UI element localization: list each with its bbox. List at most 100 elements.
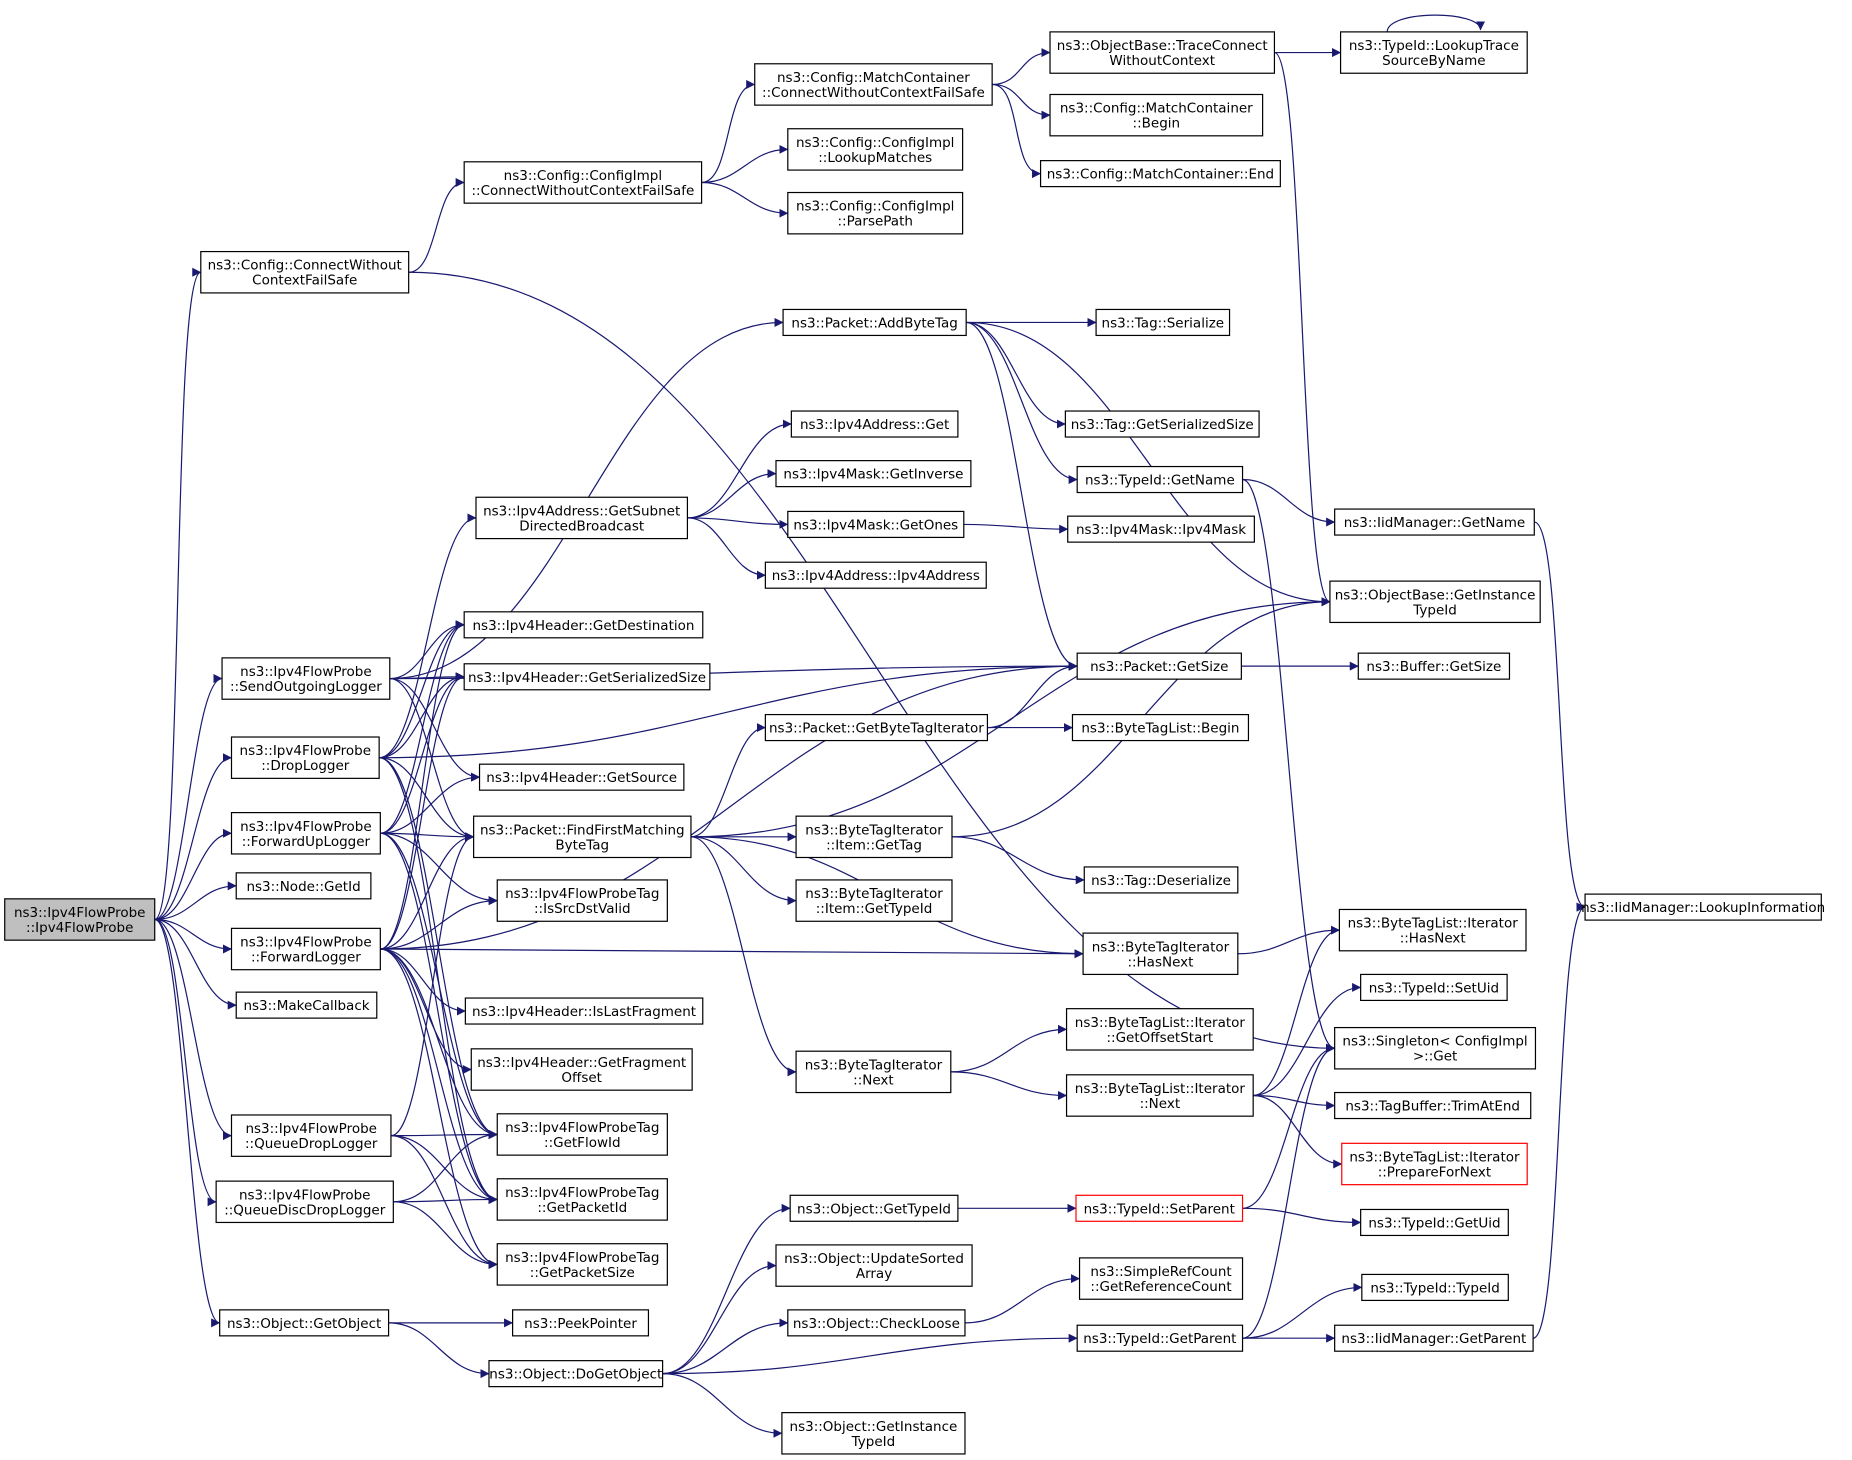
node-box <box>1049 31 1276 74</box>
node-mc-cwcfs[interactable]: ns3::Config::MatchContainer::ConnectWith… <box>754 63 993 106</box>
node-tgflow[interactable]: ns3::Ipv4FlowProbeTag::GetFlowId <box>496 1113 668 1156</box>
edge-a4gsdb-to-m4ones <box>687 517 789 529</box>
node-box <box>1065 1008 1254 1051</box>
node-mcend[interactable]: ns3::Config::MatchContainer::End <box>1039 160 1281 188</box>
node-fup[interactable]: ns3::Ipv4FlowProbe::ForwardUpLogger <box>230 812 381 855</box>
node-ocl[interactable]: ns3::Object::CheckLoose <box>787 1309 966 1337</box>
node-box <box>1064 410 1260 438</box>
node-drop[interactable]: ns3::Ipv4FlowProbe::DropLogger <box>230 736 380 779</box>
node-m4inv[interactable]: ns3::Ipv4Mask::GetInverse <box>775 460 972 488</box>
node-sol[interactable]: ns3::Ipv4FlowProbe::SendOutgoingLogger <box>221 657 391 700</box>
node-hdst[interactable]: ns3::Ipv4Header::GetDestination <box>463 611 704 639</box>
node-btlipfn[interactable]: ns3::ByteTagList::Iterator::PrepareForNe… <box>1341 1142 1528 1186</box>
node-cwcfs[interactable]: ns3::Config::ConnectWithoutContextFailSa… <box>200 250 410 294</box>
node-ogtid[interactable]: ns3::Object::GetTypeId <box>789 1194 959 1222</box>
node-root[interactable]: ns3::Ipv4FlowProbe::Ipv4FlowProbe <box>4 898 156 941</box>
node-qdl[interactable]: ns3::Ipv4FlowProbe::QueueDropLogger <box>230 1114 392 1157</box>
node-isvalid[interactable]: ns3::Ipv4FlowProbeTag::IsSrcDstValid <box>496 879 668 922</box>
node-tagser[interactable]: ns3::Tag::Serialize <box>1095 308 1231 337</box>
node-addbt[interactable]: ns3::Packet::AddByteTag <box>782 308 967 337</box>
edge-btlinext-to-tidsetuid <box>1253 982 1362 1097</box>
node-bsize[interactable]: ns3::Buffer::GetSize <box>1357 652 1511 680</box>
node-tidtid[interactable]: ns3::TypeId::TypeId <box>1361 1273 1509 1302</box>
edge-btlinext-to-tbtrim <box>1253 1094 1336 1111</box>
node-a4ctor[interactable]: ns3::Ipv4Address::Ipv4Address <box>764 561 987 589</box>
node-singleton[interactable]: ns3::Singleton< ConfigImpl>::Get <box>1334 1026 1537 1070</box>
node-box <box>4 898 156 941</box>
node-label-line: ns3::Ipv4FlowProbe <box>240 935 372 951</box>
node-lookup[interactable]: ns3::Config::ConfigImpl::LookupMatches <box>787 128 964 171</box>
node-label-line: ns3::TypeId::SetParent <box>1084 1201 1235 1217</box>
node-odgo[interactable]: ns3::Object::DoGetObject <box>488 1360 664 1388</box>
node-tidname[interactable]: ns3::TypeId::GetName <box>1076 465 1244 494</box>
edge-fwd-to-tgpsize <box>380 948 498 1269</box>
edge-btlinext-to-btlipfn <box>1253 1094 1343 1169</box>
node-box <box>230 736 380 779</box>
edge-btlinext-to-btlihn <box>1253 925 1340 1097</box>
edge-fup-to-hsrc <box>380 772 480 834</box>
node-mkcb[interactable]: ns3::MakeCallback <box>235 991 378 1019</box>
node-tagdeser[interactable]: ns3::Tag::Deserialize <box>1083 866 1239 894</box>
node-mcbegin[interactable]: ns3::Config::MatchContainer::Begin <box>1049 93 1264 137</box>
node-btlbegin[interactable]: ns3::ByteTagList::Begin <box>1071 713 1250 742</box>
node-hlastfrag[interactable]: ns3::Ipv4Header::IsLastFragment <box>464 997 704 1025</box>
node-psize[interactable]: ns3::Packet::GetSize <box>1076 652 1242 680</box>
node-tbtrim[interactable]: ns3::TagBuffer::TrimAtEnd <box>1334 1091 1532 1120</box>
node-a4get[interactable]: ns3::Ipv4Address::Get <box>790 410 959 438</box>
node-srcgrc[interactable]: ns3::SimpleRefCount::GetReferenceCount <box>1078 1257 1244 1300</box>
node-hgss[interactable]: ns3::Ipv4Header::GetSerializedSize <box>463 663 711 691</box>
node-tidsetp[interactable]: ns3::TypeId::SetParent <box>1075 1194 1244 1222</box>
node-fwd[interactable]: ns3::Ipv4FlowProbe::ForwardLogger <box>230 927 381 971</box>
node-taggss[interactable]: ns3::Tag::GetSerializedSize <box>1064 410 1260 438</box>
node-iidgetp[interactable]: ns3::IidManager::GetParent <box>1334 1324 1534 1352</box>
node-btlinext[interactable]: ns3::ByteTagList::Iterator::Next <box>1065 1074 1254 1117</box>
node-ci-cwcfs[interactable]: ns3::Config::ConfigImpl::ConnectWithoutC… <box>463 161 703 204</box>
node-box <box>1076 465 1244 494</box>
node-tgpsize[interactable]: ns3::Ipv4FlowProbeTag::GetPacketSize <box>496 1243 668 1286</box>
node-getobj[interactable]: ns3::Object::GetObject <box>219 1309 390 1337</box>
node-label-line: TypeId <box>1412 602 1457 618</box>
node-nodeid[interactable]: ns3::Node::GetId <box>235 872 372 900</box>
node-box <box>475 496 689 540</box>
node-pgbti[interactable]: ns3::Packet::GetByteTagIterator <box>764 713 989 742</box>
node-btligos[interactable]: ns3::ByteTagList::Iterator::GetOffsetSta… <box>1065 1008 1254 1051</box>
node-btihn[interactable]: ns3::ByteTagIterator::HasNext <box>1082 932 1239 976</box>
node-iidlookup[interactable]: ns3::IidManager::LookupInformation <box>1581 893 1825 921</box>
node-tgpid[interactable]: ns3::Ipv4FlowProbeTag::GetPacketId <box>496 1178 668 1221</box>
edge-m4ones-to-m4ctor <box>963 523 1069 534</box>
node-a4gsdb[interactable]: ns3::Ipv4Address::GetSubnetDirectedBroad… <box>475 496 689 540</box>
node-tcwc[interactable]: ns3::ObjectBase::TraceConnectWithoutCont… <box>1049 31 1276 74</box>
node-tidsetuid[interactable]: ns3::TypeId::SetUid <box>1360 973 1508 1002</box>
node-btlihn[interactable]: ns3::ByteTagList::Iterator::HasNext <box>1338 908 1527 952</box>
node-m4ctor[interactable]: ns3::Ipv4Mask::Ipv4Mask <box>1067 515 1255 543</box>
edge-mc-cwcfs-to-tcwc <box>992 48 1051 86</box>
node-qddl[interactable]: ns3::Ipv4FlowProbe::QueueDiscDropLogger <box>215 1180 394 1224</box>
node-peek[interactable]: ns3::PeekPointer <box>512 1309 650 1337</box>
node-box <box>215 1180 394 1224</box>
node-label-line: ns3::TypeId::SetUid <box>1369 980 1499 996</box>
node-btigt[interactable]: ns3::ByteTagIterator::Item::GetTag <box>795 815 953 859</box>
node-label-line: ns3::Object::DoGetObject <box>489 1367 662 1383</box>
node-m4ones[interactable]: ns3::Ipv4Mask::GetOnes <box>787 510 965 539</box>
node-label-line: ns3::TypeId::TypeId <box>1370 1280 1500 1296</box>
node-parse[interactable]: ns3::Config::ConfigImpl::ParsePath <box>787 191 964 235</box>
node-btigtid[interactable]: ns3::ByteTagIterator::Item::GetTypeId <box>795 879 953 922</box>
node-hsrc[interactable]: ns3::Ipv4Header::GetSource <box>478 763 685 791</box>
node-box <box>787 510 965 539</box>
node-iidname[interactable]: ns3::IidManager::GetName <box>1334 508 1535 536</box>
node-label-line: ::GetReferenceCount <box>1090 1279 1231 1295</box>
node-tidgetp[interactable]: ns3::TypeId::GetParent <box>1076 1324 1244 1352</box>
node-label-line: ns3::Packet::GetSize <box>1090 659 1228 675</box>
edge-root-to-mkcb <box>154 918 237 1010</box>
node-label-line: ContextFailSafe <box>252 273 357 289</box>
node-btinext[interactable]: ns3::ByteTagIterator::Next <box>795 1050 952 1094</box>
node-label-line: ns3::Ipv4Address::GetSubnet <box>483 503 680 519</box>
node-tidgetuid[interactable]: ns3::TypeId::GetUid <box>1360 1208 1509 1237</box>
node-label-line: ::DropLogger <box>261 758 350 774</box>
